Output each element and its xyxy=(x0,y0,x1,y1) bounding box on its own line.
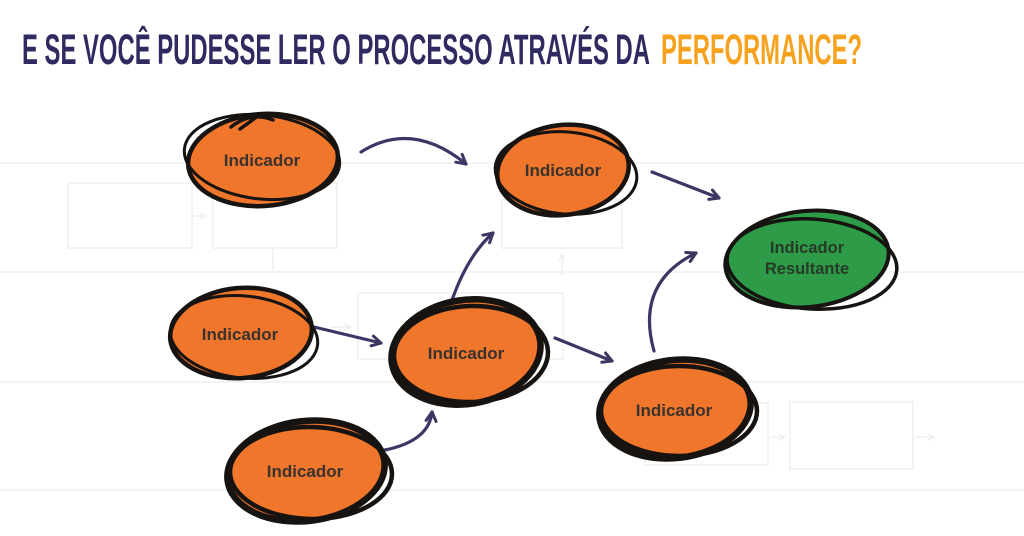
blob-label-line1: Indicador xyxy=(770,239,845,257)
blob-label: Indicador xyxy=(428,344,505,363)
arrow-top-left-to-top-center xyxy=(359,136,468,166)
arrow-bottom-right-to-resultant xyxy=(647,250,698,353)
blob-sketch-loop xyxy=(227,424,395,522)
blob-sketch-loop xyxy=(493,130,639,216)
indicator-blob-top-left: Indicador xyxy=(182,111,342,209)
blob-label: Indicador xyxy=(267,462,344,481)
indicator-blob-bottom-right: Indicador xyxy=(596,356,760,462)
indicator-arrows xyxy=(312,136,721,452)
indicator-blob-center: Indicador xyxy=(388,296,551,408)
blob-sketch-loop xyxy=(168,293,320,381)
flow-box xyxy=(67,182,193,249)
slide-title: E SE VOCÊ PUDESSE LER O PROCESSO ATRAVÉS… xyxy=(22,25,862,74)
blob-sketch-loop xyxy=(182,112,342,202)
indicator-blob-bottom-left: Indicador xyxy=(224,417,395,525)
blob-label: Indicador xyxy=(636,401,713,420)
blob-label: Indicador xyxy=(224,151,301,170)
arrow-top-center-to-resultant xyxy=(650,170,721,201)
blob-sketch-loop xyxy=(598,363,760,459)
arrow-center-to-top-center xyxy=(449,231,495,305)
arrow-bottom-left-to-center xyxy=(383,410,438,452)
resultant-indicator-blob: Indicador Resultante xyxy=(723,208,899,312)
blob-sketch-loop xyxy=(725,216,899,312)
blob-sketch-loop xyxy=(391,303,551,405)
blob-label: Indicador xyxy=(202,325,279,344)
title-highlight: PERFORMANCE? xyxy=(661,26,862,74)
flow-box xyxy=(789,401,914,470)
arrow-center-to-bottom-right xyxy=(553,336,614,364)
blob-label: Indicador xyxy=(525,161,602,180)
indicator-blob-mid-left: Indicador xyxy=(167,285,320,381)
indicator-blob-top-center: Indicador xyxy=(493,122,639,218)
blob-pen-squiggle xyxy=(229,114,275,131)
title-prefix: E SE VOCÊ PUDESSE LER O PROCESSO ATRAVÉS… xyxy=(22,25,650,74)
blob-label-line2: Resultante xyxy=(765,260,849,278)
arrow-mid-left-to-center xyxy=(312,325,383,348)
